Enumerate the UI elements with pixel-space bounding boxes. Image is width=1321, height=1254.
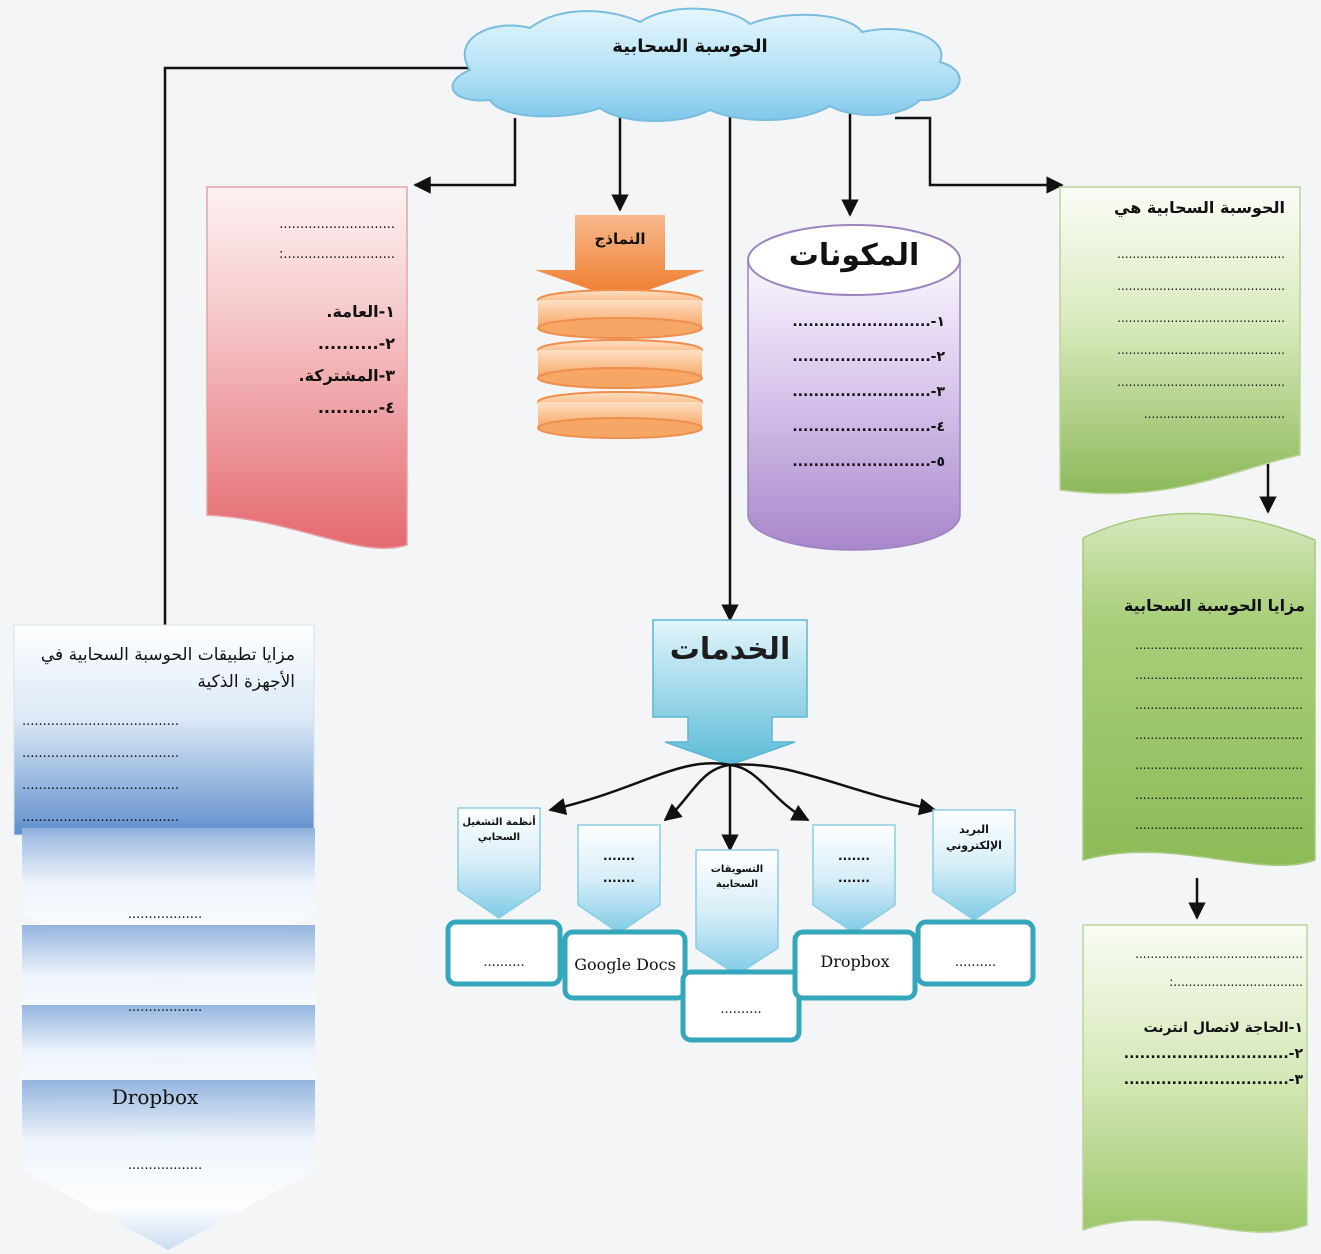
benefits-title: مزايا الحوسبة السحابية <box>1123 596 1305 615</box>
example-frames <box>445 919 1036 1043</box>
service-card-3-label: التسويقات السحابية <box>710 864 764 890</box>
definition-line-4: ........................................… <box>1117 343 1285 357</box>
types-item-2: ٢-.......... <box>317 334 395 353</box>
components-item-3: ٣-.......................... <box>792 384 945 400</box>
definition-lines: ........................................… <box>1075 238 1285 430</box>
definition-line-5: ........................................… <box>1117 375 1285 389</box>
types-item-3: ٣-المشتركة. <box>298 366 395 385</box>
smart-chevron-2: .................. <box>127 1000 203 1015</box>
components-item-4: ٤-.......................... <box>792 419 945 435</box>
types-list: ١-العامة. ٢-.......... ٣-المشتركة. ٤-...… <box>230 296 395 424</box>
service-card-4-label: ....... ....... <box>838 849 870 885</box>
service-card-2-label: ....... ....... <box>603 849 635 885</box>
services-title: الخدمات <box>669 632 791 667</box>
benefits-lines: ........................................… <box>1098 630 1303 840</box>
smart-chevron-4: .................. <box>127 1158 203 1173</box>
drawbacks-item-2: ٢-............................... <box>1123 1046 1303 1062</box>
cloud-shape <box>451 7 961 123</box>
benefits-line-5: ........................................… <box>1135 758 1303 772</box>
components-list: ١-.......................... ٢-.........… <box>770 305 945 480</box>
service-example-3: .......... <box>720 1002 762 1017</box>
benefits-line-3: ........................................… <box>1135 698 1303 712</box>
types-document-shape <box>206 186 408 550</box>
benefits-line-7: ........................................… <box>1135 818 1303 832</box>
drawbacks-line-2: ..................................: <box>1169 975 1303 989</box>
definition-line-3: ........................................… <box>1117 311 1285 325</box>
smart-devices-line-3: ...................................... <box>22 778 180 793</box>
drawbacks-item-1: ١-الحاجة لاتصال انترنت <box>1143 1020 1303 1036</box>
smart-devices-line-2: ...................................... <box>22 746 180 761</box>
service-arrows <box>548 762 937 852</box>
connector-lines <box>163 66 1277 920</box>
benefits-line-4: ........................................… <box>1135 728 1303 742</box>
service-card-1-label: أنظمة التشغيل السحابي <box>462 817 536 843</box>
models-label: النماذج <box>594 230 646 248</box>
smart-devices-shape <box>13 624 315 1250</box>
services-banner-shape <box>652 619 808 766</box>
definition-line-2: ........................................… <box>1117 279 1285 293</box>
definition-title: الحوسبة السحابية هي <box>1114 198 1285 217</box>
types-text: ............................ ...........… <box>230 210 395 270</box>
benefits-shape <box>1082 512 1316 867</box>
service-example-2: Google Docs <box>574 955 676 974</box>
service-example-5: .......... <box>954 955 997 970</box>
smart-devices-title: مزايا تطبيقات الحوسبة السحابية في الأجهز… <box>40 645 295 692</box>
service-card-shapes <box>457 807 1016 976</box>
benefits-line-2: ........................................… <box>1135 668 1303 682</box>
service-card-5-label: البريد الإلكتروني <box>946 823 1002 852</box>
drawbacks-item-3: ٣-............................... <box>1123 1072 1303 1088</box>
types-item-1: ١-العامة. <box>326 302 395 321</box>
definition-document-shape <box>1059 186 1301 495</box>
cloud-title: الحوسبة السحابية <box>612 36 768 57</box>
drawbacks-document-shape <box>1082 924 1308 1233</box>
components-item-2: ٢-.......................... <box>792 349 945 365</box>
types-item-4: ٤-.......... <box>317 398 395 417</box>
components-item-5: ٥-.......................... <box>792 454 945 470</box>
definition-line-1: ........................................… <box>1117 247 1285 261</box>
components-cylinder <box>747 224 961 551</box>
smart-chevron-3: Dropbox <box>111 1085 199 1109</box>
smart-chevron-1: .................. <box>127 907 203 922</box>
models-shape <box>535 215 705 439</box>
drawbacks-list: ١-الحاجة لاتصال انترنت ٢-...............… <box>1098 1015 1303 1093</box>
drawbacks-lines: ........................................… <box>1098 940 1303 996</box>
drawbacks-line-1: ........................................… <box>1135 947 1303 961</box>
types-line-1: ............................ <box>279 217 395 232</box>
components-item-1: ١-.......................... <box>792 314 945 330</box>
service-example-4: Dropbox <box>820 952 890 971</box>
service-example-1: .......... <box>483 955 525 970</box>
smart-devices-line-1: ...................................... <box>22 714 180 729</box>
types-line-2: ...........................: <box>279 247 395 262</box>
components-title: المكونات <box>788 238 920 273</box>
smart-devices-lines: ...................................... .… <box>22 706 294 834</box>
smart-devices-line-4: ...................................... <box>22 810 180 825</box>
benefits-line-1: ........................................… <box>1135 638 1303 652</box>
definition-line-6: ..................................... <box>1143 407 1285 421</box>
benefits-line-6: ........................................… <box>1135 788 1303 802</box>
